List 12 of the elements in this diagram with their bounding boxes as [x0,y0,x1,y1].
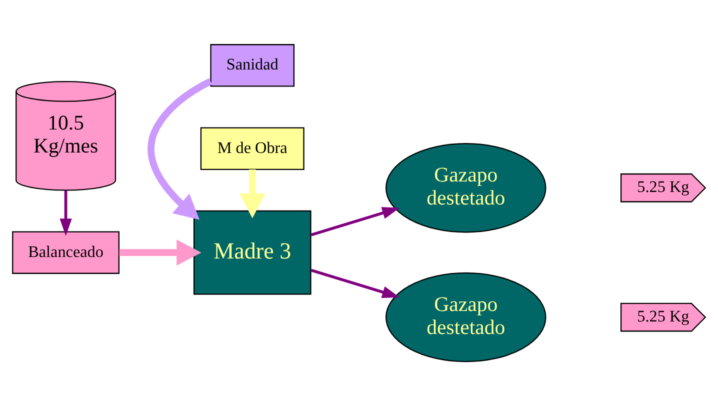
arrow [119,239,202,266]
arrow [60,190,72,236]
node-box: Madre 3 [193,210,312,294]
node-box: M de Obra [200,126,304,170]
arrow [239,168,266,218]
arrow [310,268,400,298]
arrow [148,78,212,220]
node-ellipse: Gazapo destetado [385,142,546,232]
arrow [310,206,400,236]
node-box: Balanceado [12,230,120,274]
node-ellipse: Gazapo destetado [385,272,546,362]
node-box: Sanidad [210,44,295,86]
